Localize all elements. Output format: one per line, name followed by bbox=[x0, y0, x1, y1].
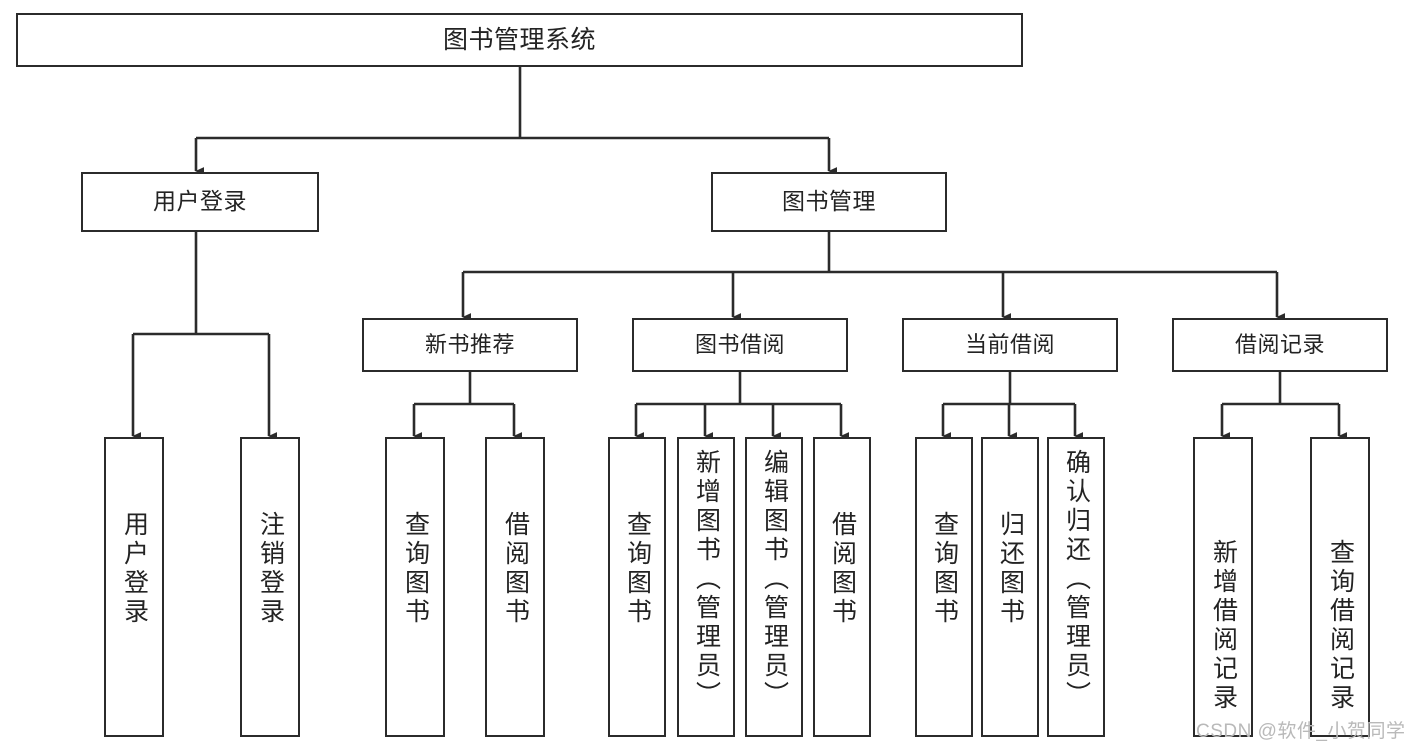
node-level1-1[interactable]: 图书管理 bbox=[711, 172, 947, 232]
edges bbox=[131, 67, 1348, 441]
node-leaf-8[interactable]: 查询图书 bbox=[915, 437, 973, 737]
node-leaf-1[interactable]: 注销登录 bbox=[240, 437, 300, 737]
node-leaf-11-label: 新增借阅记录 bbox=[1209, 539, 1238, 713]
node-level1-0-label: 用户登录 bbox=[153, 188, 247, 215]
node-level2-1[interactable]: 图书借阅 bbox=[632, 318, 848, 372]
node-leaf-9[interactable]: 归还图书 bbox=[981, 437, 1039, 737]
node-level1-0[interactable]: 用户登录 bbox=[81, 172, 319, 232]
node-level2-3-label: 借阅记录 bbox=[1234, 331, 1325, 357]
node-level2-2-label: 当前借阅 bbox=[964, 331, 1055, 357]
node-leaf-4[interactable]: 查询图书 bbox=[608, 437, 666, 737]
node-root-system-label: 图书管理系统 bbox=[442, 26, 596, 54]
node-leaf-7[interactable]: 借阅图书 bbox=[813, 437, 871, 737]
node-leaf-4-label: 查询图书 bbox=[623, 511, 652, 627]
node-leaf-2[interactable]: 查询图书 bbox=[385, 437, 445, 737]
node-leaf-6[interactable]: 编辑图书（管理员） bbox=[745, 437, 803, 737]
node-leaf-12-label: 查询借阅记录 bbox=[1326, 539, 1355, 713]
node-level2-1-label: 图书借阅 bbox=[694, 331, 785, 357]
node-leaf-5[interactable]: 新增图书（管理员） bbox=[677, 437, 735, 737]
node-root-system[interactable]: 图书管理系统 bbox=[16, 13, 1023, 67]
node-leaf-0-label: 用户登录 bbox=[120, 511, 149, 627]
node-leaf-3[interactable]: 借阅图书 bbox=[485, 437, 545, 737]
node-leaf-10[interactable]: 确认归还（管理员） bbox=[1047, 437, 1105, 737]
node-leaf-9-label: 归还图书 bbox=[996, 511, 1025, 627]
node-leaf-7-label: 借阅图书 bbox=[828, 511, 857, 627]
node-leaf-12[interactable]: 查询借阅记录 bbox=[1310, 437, 1370, 737]
node-level2-3[interactable]: 借阅记录 bbox=[1172, 318, 1388, 372]
node-leaf-3-label: 借阅图书 bbox=[501, 511, 530, 627]
node-leaf-11[interactable]: 新增借阅记录 bbox=[1193, 437, 1253, 737]
node-leaf-1-label: 注销登录 bbox=[256, 511, 285, 627]
node-level2-2[interactable]: 当前借阅 bbox=[902, 318, 1118, 372]
csdn-watermark: CSDN @软件_小贺同学 bbox=[1196, 721, 1405, 742]
node-leaf-8-label: 查询图书 bbox=[930, 511, 959, 627]
node-level2-0-label: 新书推荐 bbox=[424, 331, 515, 357]
node-leaf-6-label: 编辑图书（管理员） bbox=[760, 449, 789, 710]
node-leaf-2-label: 查询图书 bbox=[401, 511, 430, 627]
node-level1-1-label: 图书管理 bbox=[782, 188, 876, 215]
node-level2-0[interactable]: 新书推荐 bbox=[362, 318, 578, 372]
node-leaf-10-label: 确认归还（管理员） bbox=[1062, 449, 1091, 710]
node-leaf-5-label: 新增图书（管理员） bbox=[692, 449, 721, 710]
node-leaf-0[interactable]: 用户登录 bbox=[104, 437, 164, 737]
